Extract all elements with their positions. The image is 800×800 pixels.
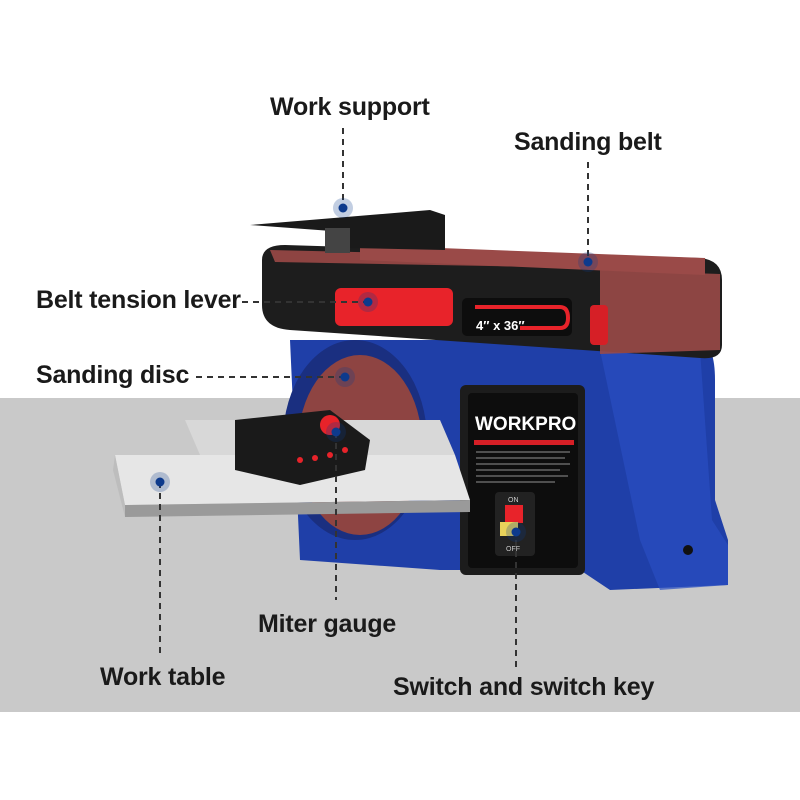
leader-lines bbox=[159, 128, 589, 668]
belt-size-label: 4″ x 36″ bbox=[476, 318, 525, 333]
brand-logo: WORKPRO bbox=[475, 414, 576, 435]
label-sanding-disc: Sanding disc bbox=[36, 361, 190, 389]
label-work-table: Work table bbox=[100, 663, 226, 691]
switch-off-label: OFF bbox=[506, 546, 520, 553]
label-belt-tension-lever: Belt tension lever bbox=[36, 286, 241, 314]
label-sanding-belt: Sanding belt bbox=[514, 128, 662, 156]
table-edge bbox=[125, 500, 470, 517]
housing-highlight bbox=[600, 350, 728, 590]
switch-on-label: ON bbox=[508, 497, 519, 504]
switch-paddle[interactable] bbox=[505, 505, 523, 523]
warning-text-lines bbox=[476, 451, 570, 483]
belt-direction-arrow bbox=[475, 305, 571, 330]
label-switch: Switch and switch key bbox=[393, 673, 655, 701]
label-work-support: Work support bbox=[270, 93, 430, 121]
tension-lever bbox=[335, 288, 453, 326]
miter-scale-marks bbox=[297, 447, 348, 463]
callout-dots bbox=[150, 198, 598, 542]
belt-end bbox=[600, 270, 720, 354]
work-support-bracket bbox=[325, 228, 350, 253]
mount-hole bbox=[683, 545, 693, 555]
sanding-belt bbox=[360, 245, 705, 275]
table-side bbox=[113, 455, 125, 517]
label-miter-gauge: Miter gauge bbox=[258, 610, 397, 638]
tracking-knob bbox=[590, 305, 608, 345]
warning-bar bbox=[474, 440, 574, 445]
